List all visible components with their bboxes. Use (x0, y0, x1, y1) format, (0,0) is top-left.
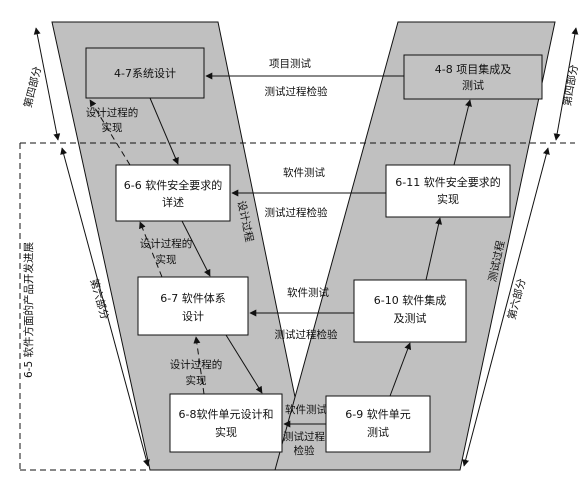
part4-right-label: 第四部分 (561, 63, 581, 107)
label-design-impl-1b: 实现 (102, 121, 123, 134)
label-test-check-4a: 测试过程 (283, 430, 325, 443)
box-6-6-line2: 详述 (162, 195, 184, 209)
label-test-check-3: 测试过程检验 (275, 328, 338, 341)
box-6-9-line1: 6-9 软件单元 (345, 407, 410, 421)
right-band (274, 21, 556, 471)
box-6-10: 6-10 软件集成 及测试 (353, 279, 467, 343)
box-4-7-text: 4-7系统设计 (114, 67, 176, 80)
box-4-8: 4-8 项目集成及 测试 (403, 54, 543, 100)
box-6-9: 6-9 软件单元 测试 (325, 395, 431, 453)
box-6-10-line1: 6-10 软件集成 (374, 293, 446, 307)
outer-progress-label: 6-5 软件方面的产品开发进展 (22, 242, 35, 378)
part4-left-label: 第四部分 (21, 65, 44, 109)
left-arrow-part6 (60, 147, 150, 467)
arrow-67-to-68 (225, 334, 263, 394)
part6-left-label: 第六部分 (87, 277, 111, 321)
arrow-69-to-610 (389, 342, 412, 397)
arrow-47-to-66 (149, 97, 179, 165)
right-arrow-part6 (462, 147, 550, 467)
box-4-7: 4-7系统设计 (85, 47, 205, 99)
box-6-11-line2: 实现 (437, 192, 459, 206)
label-test-check-2: 测试过程检验 (265, 206, 328, 219)
dash-66-to-47 (89, 99, 131, 166)
label-sw-test-1: 软件测试 (283, 166, 325, 179)
label-design-impl-3a: 设计过程的 (170, 358, 223, 371)
label-test-check-1: 测试过程检验 (265, 85, 328, 98)
box-6-9-line2: 测试 (367, 426, 389, 439)
box-6-11: 6-11 软件安全要求的 实现 (385, 164, 511, 218)
arrow-66-to-67 (181, 220, 211, 277)
box-6-11-line1: 6-11 软件安全要求的 (395, 175, 500, 189)
box-6-7: 6-7 软件体系 设计 (137, 276, 249, 336)
label-sw-test-2: 软件测试 (287, 286, 329, 299)
box-6-8: 6-8软件单元设计和 实现 (169, 393, 283, 453)
label-project-test: 项目测试 (269, 57, 311, 70)
box-6-6-line1: 6-6 软件安全要求的 (124, 178, 222, 192)
box-6-6: 6-6 软件安全要求的 详述 (115, 164, 231, 222)
box-6-10-line2: 及测试 (394, 312, 427, 325)
label-test-check-4b: 检验 (294, 444, 315, 457)
arrow-611-to-48 (453, 99, 472, 166)
box-4-8-line2: 测试 (462, 79, 484, 92)
label-design-impl-1a: 设计过程的 (86, 106, 139, 119)
label-sw-test-3: 软件测试 (285, 403, 327, 416)
label-design-impl-2b: 实现 (156, 253, 177, 266)
label-design-impl-3b: 实现 (186, 374, 207, 387)
arrow-610-to-611 (425, 217, 443, 281)
box-6-8-line1: 6-8软件单元设计和 (179, 407, 274, 421)
right-arrow-part4 (553, 27, 579, 141)
label-design-impl-2a: 设计过程的 (140, 237, 193, 250)
box-6-8-line2: 实现 (215, 425, 237, 439)
box-6-7-line2: 设计 (182, 310, 204, 323)
box-6-7-line1: 6-7 软件体系 (160, 291, 225, 305)
left-arrow-part4 (33, 27, 61, 141)
box-4-8-line1: 4-8 项目集成及 (435, 62, 511, 76)
